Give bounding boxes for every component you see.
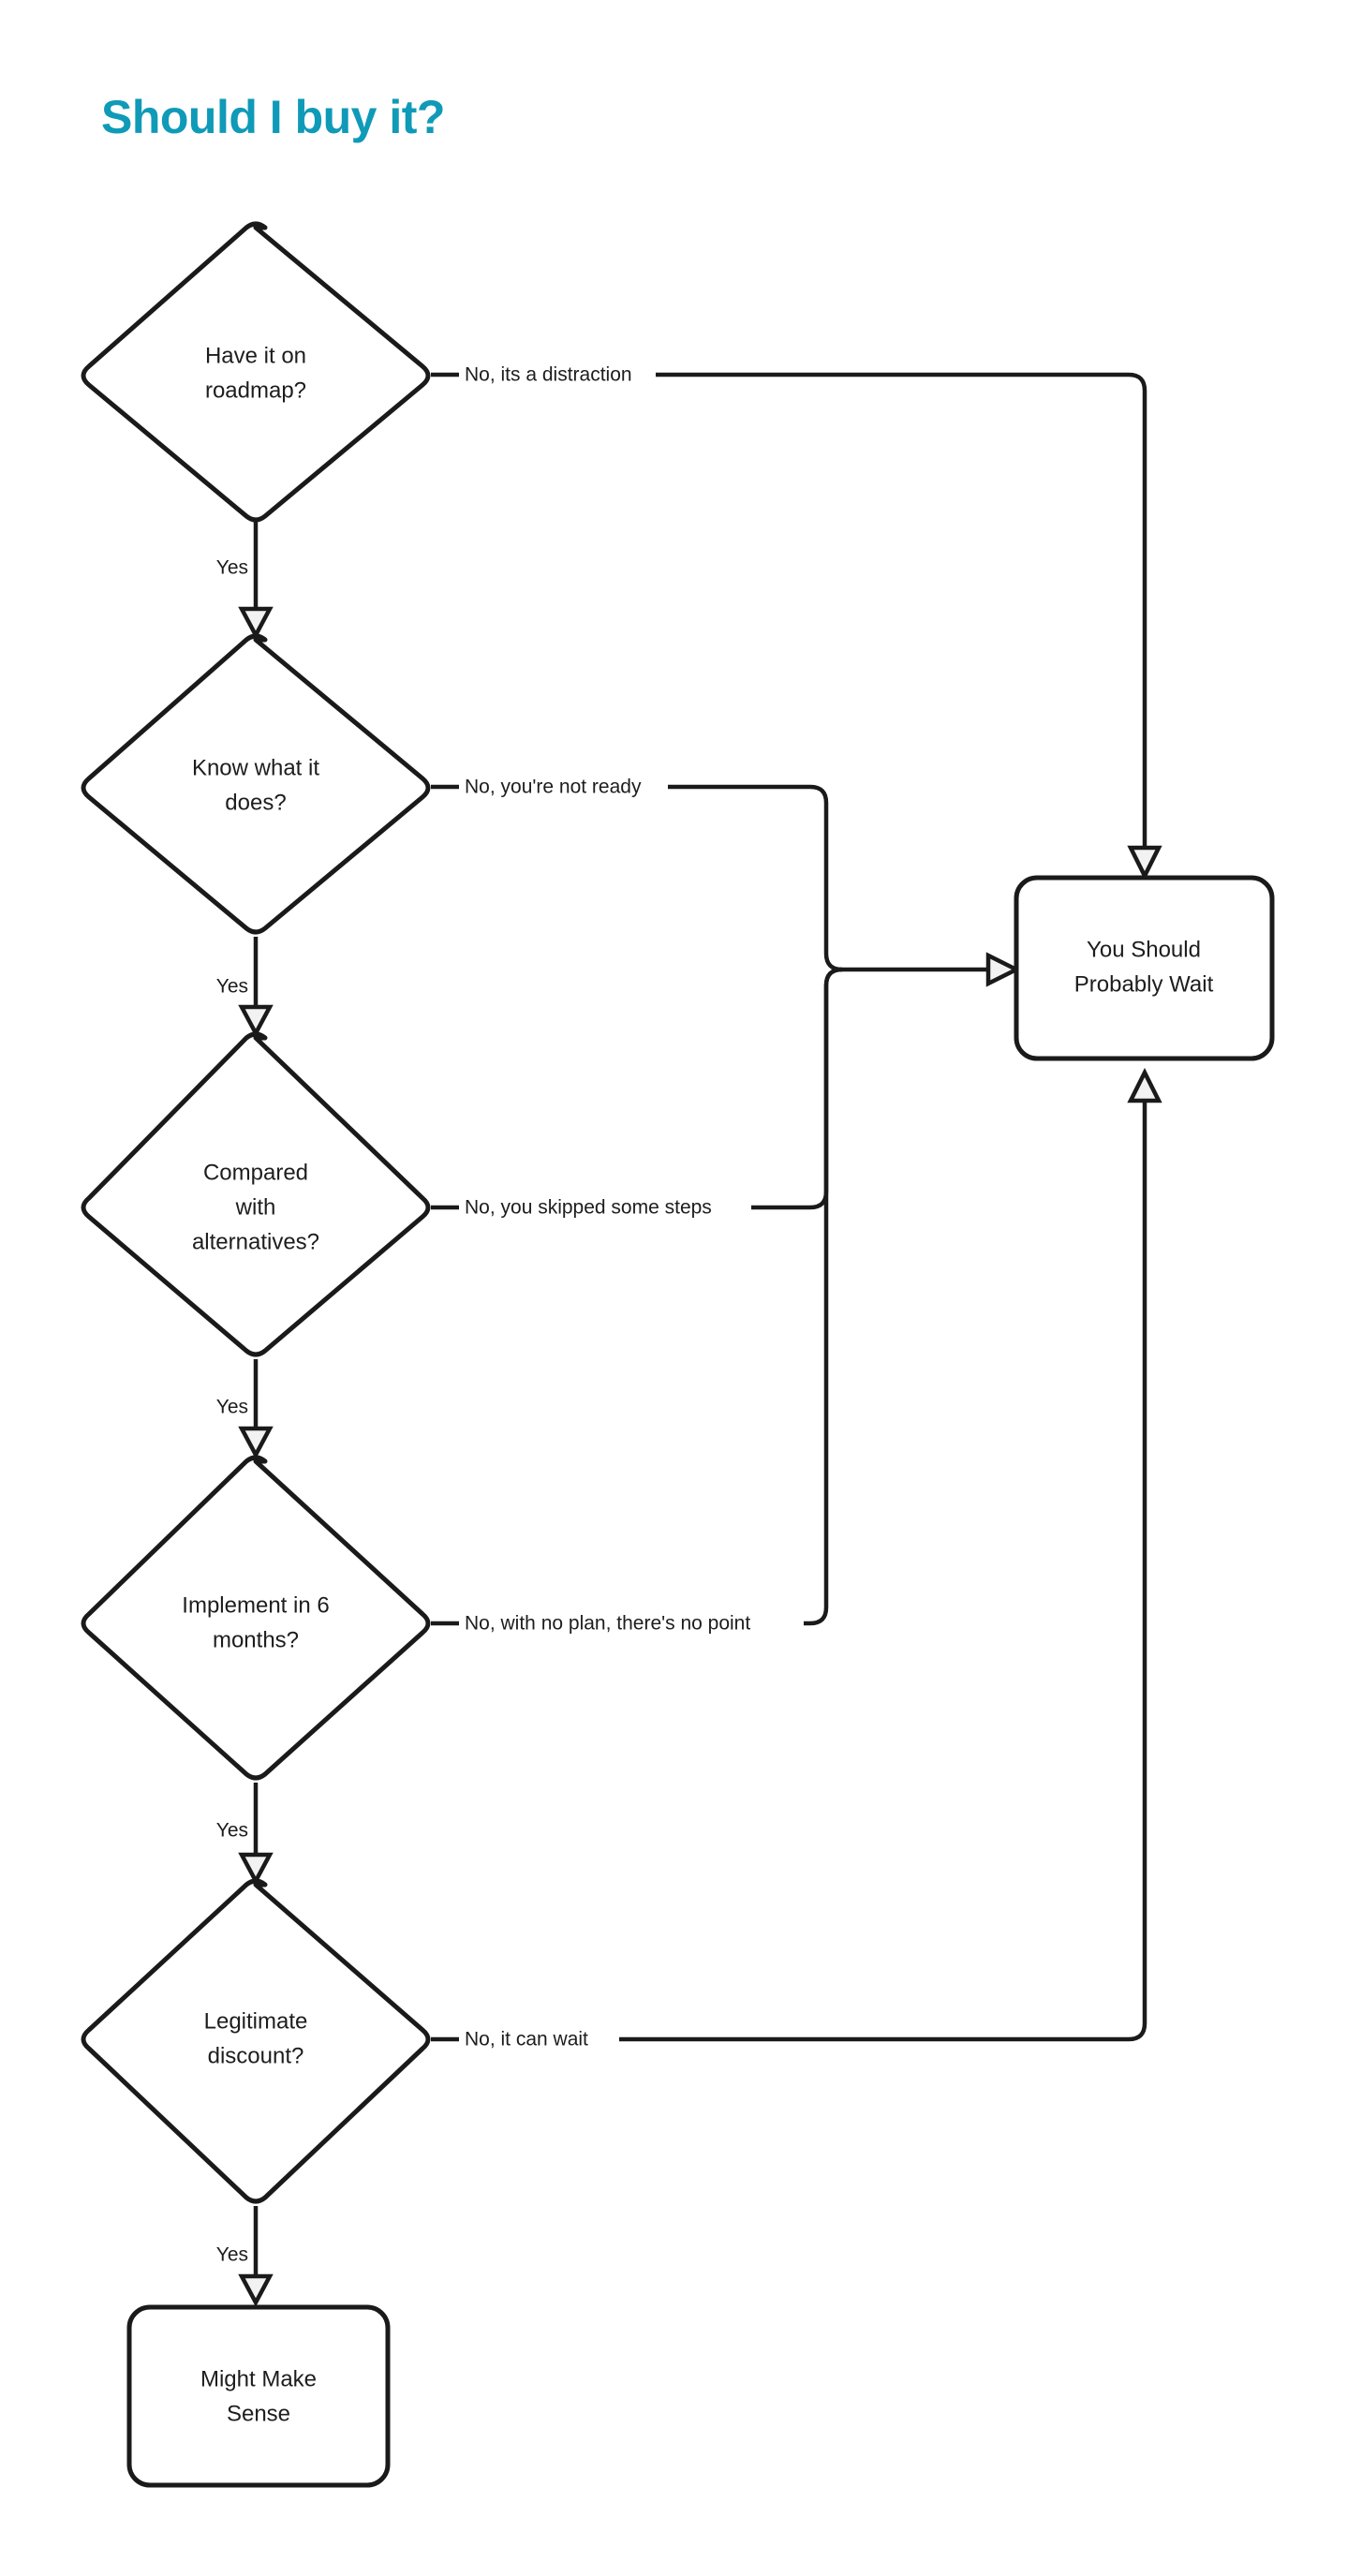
node-know-line1: Know what it: [192, 755, 319, 780]
edge-label-yes-3: Yes: [216, 1397, 248, 1418]
arrowhead-compared-implement: [238, 1426, 274, 1459]
edge-label-no-not-ready: No, you're not ready: [465, 777, 642, 798]
node-compared-line3: alternatives?: [192, 1229, 319, 1254]
edge-compared-wait: [431, 967, 843, 1210]
edge-label-yes-4: Yes: [216, 1820, 248, 1842]
edge-implement-wait: [431, 967, 843, 1626]
node-know-line2: does?: [225, 790, 286, 815]
arrowhead-implement-discount: [238, 1852, 274, 1886]
edge-label-yes-5: Yes: [216, 2244, 248, 2266]
node-implement-line2: months?: [213, 1627, 299, 1652]
edge-label-no-distraction: No, its a distraction: [465, 364, 632, 386]
edge-label-no-can-wait: No, it can wait: [465, 2029, 588, 2050]
node-discount[interactable]: [81, 1878, 431, 2204]
node-roadmap-line1: Have it on: [205, 343, 306, 368]
edge-label-yes-1: Yes: [216, 557, 248, 579]
arrowhead-discount-might: [238, 2273, 274, 2307]
arrowhead-merge-wait: [985, 952, 1022, 987]
node-compared-line2: with: [235, 1194, 276, 1220]
node-know[interactable]: [81, 633, 431, 935]
edge-discount-wait: [431, 1101, 1147, 2042]
node-might-line1: Might Make: [200, 2366, 317, 2391]
node-roadmap-line2: roadmap?: [205, 378, 306, 403]
arrowhead-roadmap-know: [238, 606, 274, 640]
page-title: Should I buy it?: [101, 91, 445, 143]
node-might-line2: Sense: [227, 2401, 290, 2426]
node-discount-line1: Legitimate: [204, 2008, 308, 2034]
node-wait[interactable]: [1014, 875, 1275, 1061]
edge-know-wait: [431, 784, 988, 972]
node-implement-line1: Implement in 6: [182, 1592, 329, 1618]
node-compared-line1: Compared: [203, 1160, 308, 1185]
node-compared[interactable]: [81, 1031, 431, 1357]
arrowhead-discount-wait: [1127, 1067, 1162, 1103]
node-wait-line2: Probably Wait: [1074, 971, 1214, 997]
node-roadmap[interactable]: [81, 221, 431, 523]
edge-label-no-skipped-steps: No, you skipped some steps: [465, 1197, 712, 1219]
edge-label-no-no-plan: No, with no plan, there's no point: [465, 1613, 750, 1635]
node-implement[interactable]: [81, 1455, 431, 1781]
node-discount-line2: discount?: [208, 2043, 304, 2068]
node-wait-line1: You Should: [1087, 937, 1201, 962]
node-might[interactable]: [126, 2304, 391, 2488]
edge-label-yes-2: Yes: [216, 976, 248, 998]
arrowhead-roadmap-wait: [1127, 845, 1162, 881]
arrowhead-know-compared: [238, 1004, 274, 1038]
edge-roadmap-wait: [431, 372, 1147, 848]
